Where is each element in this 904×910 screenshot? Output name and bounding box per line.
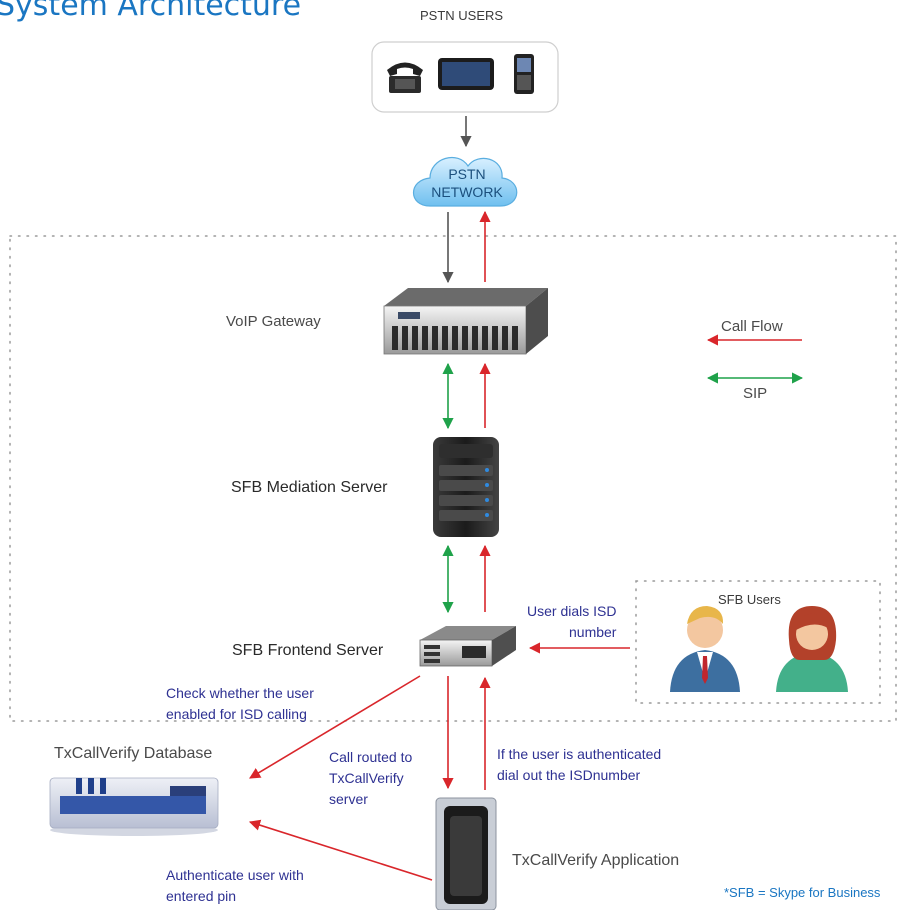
diagram-title: System Architecture [0, 0, 302, 23]
application-device-icon [435, 797, 497, 910]
mobile-phone-icon [514, 54, 534, 94]
annotation-user-dials: User dials ISD number [527, 603, 617, 640]
database-label: TxCallVerify Database [54, 745, 213, 762]
annotation-authenticated: If the user is authenticated dial out th… [497, 746, 662, 783]
mediation-server-label: SFB Mediation Server [231, 479, 388, 496]
sfb-environment-boundary [9, 235, 897, 722]
mediation-server-icon [433, 437, 499, 537]
legend-call-flow-label: Call Flow [721, 318, 783, 335]
annotation-authenticate-pin: Authenticate user with entered pin [166, 867, 304, 904]
frontend-server-label: SFB Frontend Server [232, 642, 384, 659]
tablet-icon [438, 58, 494, 90]
female-user-icon [776, 606, 848, 692]
call-application-to-database [248, 819, 433, 881]
call-frontend-to-database [249, 675, 421, 779]
telephone-icon [387, 62, 423, 93]
pstn-users-label: PSTN USERS [420, 8, 504, 23]
pstn-users-box [371, 41, 559, 113]
application-label: TxCallVerify Application [512, 852, 680, 869]
frontend-server-icon [419, 626, 516, 667]
pstn-network-label: PSTN NETWORK [431, 166, 503, 200]
sfb-users-label: SFB Users [718, 592, 781, 607]
male-user-icon [670, 606, 740, 692]
legend-sip-label: SIP [743, 385, 768, 402]
annotation-check-isd: Check whether the user enabled for ISD c… [166, 685, 314, 722]
voip-gateway-icon [383, 288, 548, 355]
footnote: *SFB = Skype for Business [724, 885, 881, 900]
database-icon [49, 777, 219, 836]
pstn-cloud-icon [413, 156, 518, 207]
voip-gateway-label: VoIP Gateway [226, 313, 321, 330]
annotation-call-routed: Call routed to TxCallVerify server [329, 749, 413, 807]
